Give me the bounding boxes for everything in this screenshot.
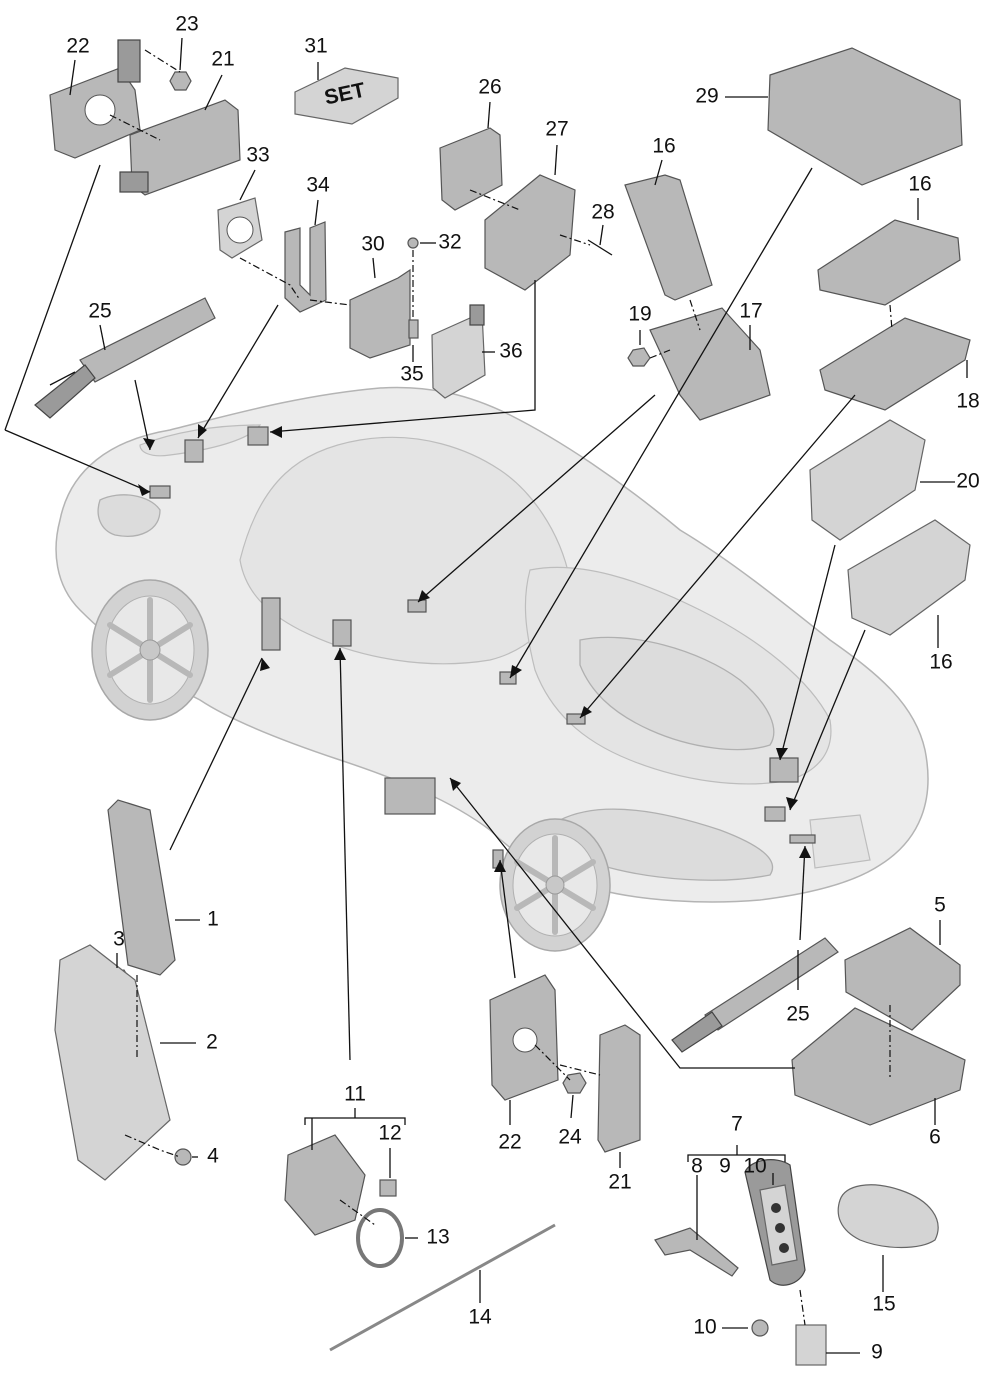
part-22-bracket <box>49 39 141 159</box>
part-34-holder <box>284 221 327 313</box>
label-1: 1 <box>207 908 219 931</box>
part-25-antenna <box>34 297 216 419</box>
part-10-screw <box>751 1319 769 1337</box>
part-23-nut <box>169 71 192 91</box>
label-6: 6 <box>929 1126 941 1149</box>
label-21-lower: 21 <box>608 1171 631 1194</box>
part-21-module-lower <box>597 1024 641 1153</box>
label-28: 28 <box>591 201 614 224</box>
part-25-antenna-lower <box>671 937 839 1053</box>
front-wheel <box>91 579 209 721</box>
label-22-top: 22 <box>66 35 89 58</box>
label-17: 17 <box>739 300 762 323</box>
label-26: 26 <box>478 76 501 99</box>
part-14-rod <box>329 1223 556 1352</box>
label-25-lower: 25 <box>786 1003 809 1026</box>
label-12: 12 <box>378 1122 401 1145</box>
part-30-lock-housing <box>349 268 411 359</box>
rear-wheel <box>499 818 611 952</box>
part-16-module-lower <box>847 519 971 636</box>
part-26-control-unit <box>439 127 503 211</box>
part-10-key-fob <box>744 1159 806 1286</box>
car-silhouette <box>55 386 929 952</box>
label-11: 11 <box>344 1083 366 1106</box>
label-30: 30 <box>361 233 384 256</box>
label-27: 27 <box>545 118 568 141</box>
label-34: 34 <box>306 174 330 197</box>
part-1-module <box>107 799 176 976</box>
part-28-pin <box>587 239 613 256</box>
part-20-plate <box>809 419 926 541</box>
part-19-nut <box>627 347 651 367</box>
part-22-bracket-lower <box>489 974 559 1101</box>
label-10-bracket: 10 <box>743 1155 766 1178</box>
label-9-bracket: 9 <box>719 1155 731 1178</box>
part-2-bracket <box>54 944 171 1181</box>
label-18: 18 <box>956 390 979 413</box>
part-29-control-unit <box>767 47 963 186</box>
label-10-screw: 10 <box>693 1316 716 1339</box>
label-29: 29 <box>695 85 718 108</box>
part-24-nut <box>562 1072 587 1094</box>
part-16-module-right <box>817 219 961 306</box>
label-23: 23 <box>175 13 198 36</box>
label-19: 19 <box>628 303 651 326</box>
label-32: 32 <box>438 231 461 254</box>
part-11-ignition-switch <box>284 1134 366 1236</box>
label-15: 15 <box>872 1293 895 1316</box>
label-36: 36 <box>499 340 522 363</box>
part-6-bracket <box>791 1007 966 1126</box>
label-7: 7 <box>731 1113 743 1136</box>
label-31: 31 <box>304 35 327 58</box>
part-31-set-box: SET <box>294 67 399 125</box>
label-16-lower: 16 <box>929 651 952 674</box>
label-16-right: 16 <box>908 173 931 196</box>
callout-labels: 22 23 21 31 26 27 16 29 16 33 34 28 30 3… <box>66 13 979 1364</box>
label-4: 4 <box>207 1145 219 1168</box>
label-24: 24 <box>558 1126 582 1149</box>
part-13-ring <box>356 1208 404 1268</box>
part-5-control-unit <box>844 927 961 1031</box>
part-21-module <box>119 99 241 196</box>
part-4-screw <box>174 1148 192 1166</box>
part-17-bracket <box>649 307 771 421</box>
label-5: 5 <box>934 894 946 917</box>
label-2: 2 <box>206 1031 218 1054</box>
label-25-top: 25 <box>88 300 111 323</box>
label-13: 13 <box>426 1226 449 1249</box>
part-35-screw <box>408 319 419 339</box>
part-32-screw <box>407 237 419 249</box>
label-21-top: 21 <box>211 48 234 71</box>
part-36-plate <box>431 304 486 399</box>
label-8: 8 <box>691 1155 703 1178</box>
part-27-bracket <box>484 174 576 291</box>
part-33-bezel <box>217 197 263 259</box>
label-20: 20 <box>956 470 979 493</box>
label-14: 14 <box>468 1306 492 1329</box>
part-18-bracket <box>819 317 971 411</box>
arrowheads <box>138 424 811 872</box>
part-15-key-cover <box>837 1184 939 1249</box>
leader-lines <box>4 37 968 1354</box>
label-16-center: 16 <box>652 135 675 158</box>
label-33: 33 <box>246 144 269 167</box>
label-35: 35 <box>400 363 423 386</box>
part-9-plate <box>795 1324 827 1366</box>
label-22-lower: 22 <box>498 1131 521 1154</box>
part-16-module-top <box>624 174 713 301</box>
part-12-clip <box>379 1179 397 1197</box>
label-9-plate: 9 <box>871 1341 883 1364</box>
label-3: 3 <box>113 928 125 951</box>
part-8-key-blade <box>654 1227 739 1277</box>
